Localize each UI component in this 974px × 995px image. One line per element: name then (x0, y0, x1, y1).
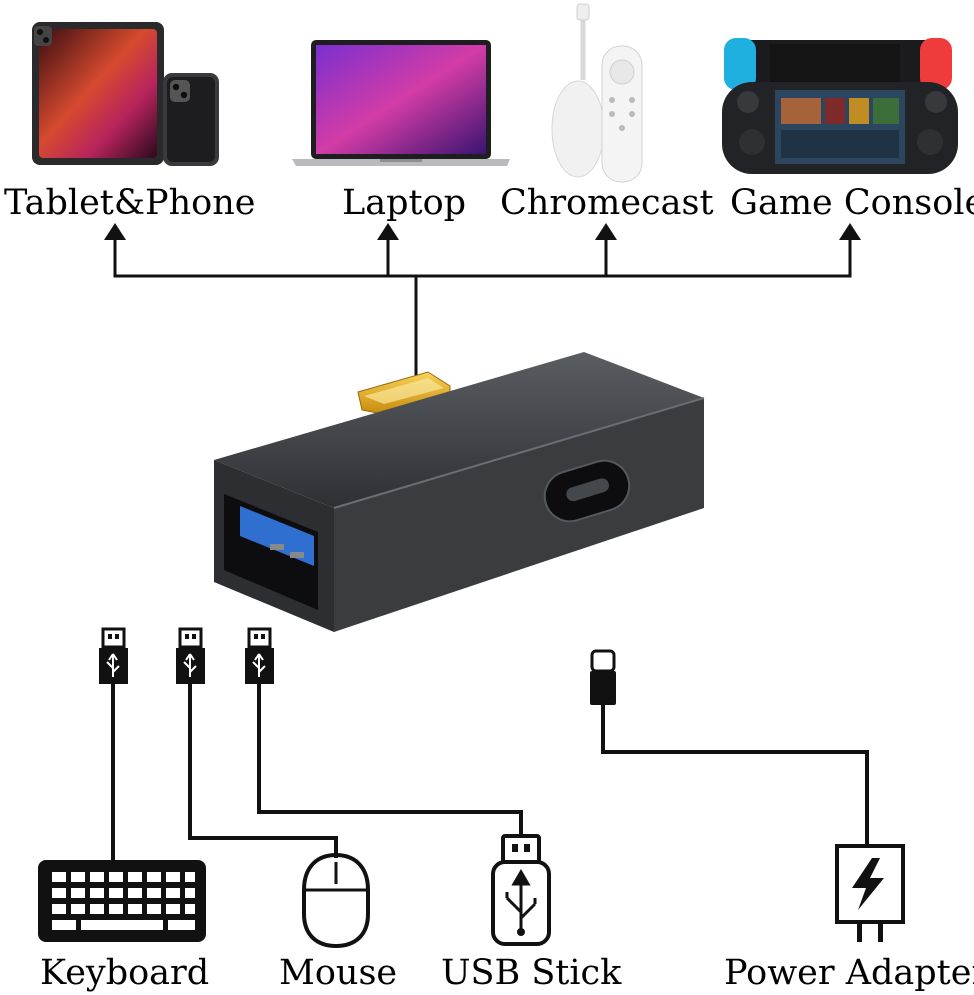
power-wire (601, 700, 869, 848)
label-game-console: Game Console (730, 183, 974, 223)
power-adapter-icon (835, 844, 905, 942)
chromecast-device (551, 3, 643, 183)
usb-stick-wire (257, 684, 523, 836)
device-connection-lines (113, 236, 852, 380)
usb-c-port (543, 459, 631, 523)
device-arrowheads (104, 223, 861, 240)
game-console-device (722, 38, 958, 174)
usb-stick-icon (491, 834, 551, 946)
label-mouse: Mouse (279, 953, 398, 993)
arrow-chromecast (595, 223, 617, 240)
usb-a-port (224, 494, 318, 610)
arrow-tablet-phone (104, 223, 126, 240)
label-keyboard: Keyboard (40, 953, 210, 993)
peripheral-wires (111, 684, 869, 860)
arrow-game-console (839, 223, 861, 240)
usb-c-adapter (214, 352, 705, 632)
label-tablet-phone: Tablet&Phone (4, 183, 256, 223)
usb-plug-mouse (176, 627, 205, 684)
usb-c-plug-power (590, 649, 616, 705)
label-chromecast: Chromecast (500, 183, 714, 223)
mouse-wire (188, 684, 338, 858)
label-power-adapter: Power Adapter (724, 953, 974, 993)
arrow-laptop (377, 223, 399, 240)
label-usb-stick: USB Stick (441, 953, 622, 993)
laptop-device (292, 40, 510, 166)
mouse-icon (302, 852, 370, 949)
usb-plug-keyboard (99, 627, 128, 684)
label-laptop: Laptop (342, 183, 467, 223)
tablet-phone-device (32, 22, 219, 166)
tablet-camera (34, 26, 52, 46)
keyboard-icon (38, 860, 206, 942)
usb-plug-usb-stick (245, 627, 274, 684)
